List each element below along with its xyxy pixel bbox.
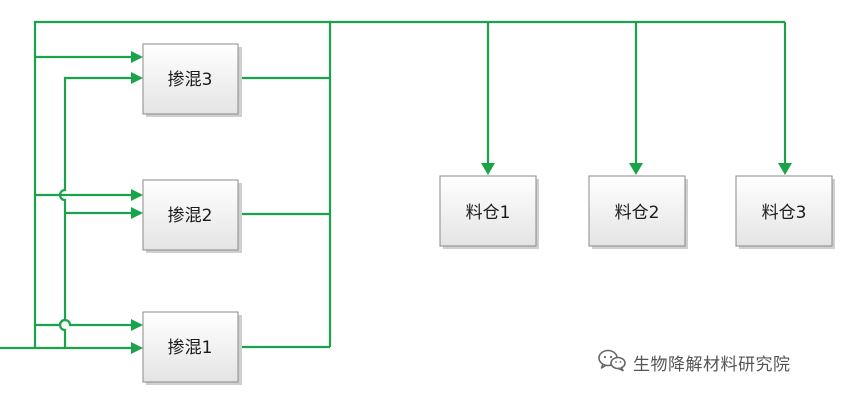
arrow-mixer3-a (131, 51, 143, 63)
silo-3-box: 料仓3 (735, 175, 835, 249)
arrow-mixer1-b (131, 342, 143, 354)
silo-3-label: 料仓3 (762, 203, 807, 223)
arrow-mixer2-a (131, 189, 143, 201)
watermark-text: 生物降解材料研究院 (633, 354, 791, 375)
connection-lines (0, 20, 787, 350)
mixer-3-box: 掺混3 (142, 43, 242, 117)
feed-a-to-mixer1 (35, 318, 133, 327)
silo-1-label: 料仓1 (466, 203, 511, 223)
arrow-silo3 (778, 163, 792, 175)
silo-2-box: 料仓2 (588, 175, 688, 249)
mixer-2-label: 掺混2 (168, 206, 213, 226)
feed-line-a (33, 20, 330, 348)
arrow-mixer1-a (131, 319, 143, 331)
collector-line (240, 20, 785, 349)
watermark: 生物降解材料研究院 (597, 348, 791, 376)
feed-line-b (58, 76, 133, 348)
arrow-silo1 (481, 163, 495, 175)
arrow-mixer2-b (131, 207, 143, 219)
silo-2-label: 料仓2 (615, 203, 660, 223)
mixer-1-box: 掺混1 (142, 311, 242, 385)
arrowheads (131, 51, 792, 354)
wechat-icon (597, 348, 627, 376)
mixer-1-label: 掺混1 (168, 338, 213, 358)
mixer-3-label: 掺混3 (168, 70, 213, 90)
mixer-2-box: 掺混2 (142, 179, 242, 253)
arrow-silo2 (629, 163, 643, 175)
arrow-mixer3-b (131, 72, 143, 84)
silo-1-box: 料仓1 (439, 175, 539, 249)
